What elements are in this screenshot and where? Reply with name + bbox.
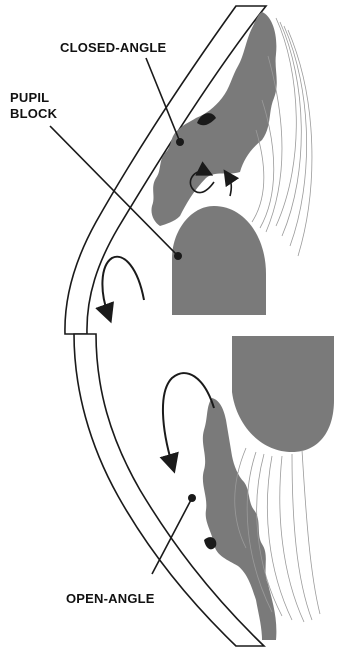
label-closed-angle: CLOSED-ANGLE [60, 40, 167, 55]
label-open-angle: OPEN-ANGLE [66, 591, 155, 606]
flow-arrow-up [228, 176, 231, 196]
lens-bottom [232, 336, 334, 452]
label-pupil-block-line2: BLOCK [10, 106, 58, 121]
open-angle-pointer-dot [188, 494, 196, 502]
lens-top [172, 206, 266, 315]
flow-arrow-left-top [102, 257, 144, 314]
closed-angle-panel [50, 6, 312, 334]
closed-angle-pointer-dot [176, 138, 184, 146]
label-pupil-block-line1: PUPIL [10, 90, 49, 105]
angle-fold-open [204, 537, 216, 549]
pupil-block-pointer-dot [174, 252, 182, 260]
